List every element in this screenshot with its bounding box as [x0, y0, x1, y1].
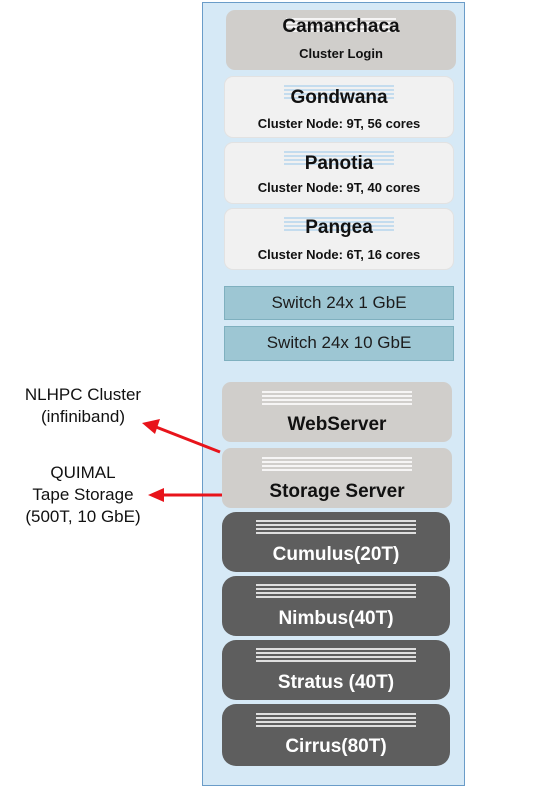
external-cluster-label: NLHPC Cluster (infiniband) — [8, 384, 158, 428]
arrow-to-tape-storage — [148, 488, 222, 502]
web-server: WebServer — [222, 382, 452, 442]
disk-stripes — [256, 584, 416, 600]
switch-1gbe: Switch 24x 1 GbE — [224, 286, 454, 320]
disk-stratus: Stratus (40T) — [222, 640, 450, 700]
external-tape-line1: QUIMAL — [50, 463, 116, 482]
node-name: Panotia — [304, 153, 374, 174]
disk-stripes — [256, 520, 416, 536]
external-tape-line3: (500T, 10 GbE) — [25, 507, 141, 526]
node-name: Pangea — [305, 217, 373, 238]
server-name: WebServer — [287, 414, 387, 435]
login-node-name: Camanchaca — [282, 16, 400, 37]
node-stripes — [284, 217, 394, 233]
login-node: Camanchaca Cluster Login — [226, 10, 456, 70]
disk-cirrus: Cirrus(80T) — [222, 704, 450, 766]
disk-name: Nimbus(40T) — [278, 608, 394, 629]
server-stripes — [262, 457, 412, 473]
external-cluster-line2: (infiniband) — [40, 407, 126, 426]
disk-cumulus: Cumulus(20T) — [222, 512, 450, 572]
external-tape-label: QUIMAL Tape Storage (500T, 10 GbE) — [8, 462, 158, 528]
node-stripes — [284, 85, 394, 101]
disk-name: Stratus (40T) — [277, 672, 395, 693]
disk-nimbus: Nimbus(40T) — [222, 576, 450, 636]
login-node-detail: Cluster Login — [299, 46, 383, 61]
node-stripes — [284, 151, 394, 167]
arrow-to-nlhpc-cluster — [142, 419, 221, 454]
server-name: Storage Server — [269, 481, 405, 502]
node-name: Gondwana — [290, 87, 388, 108]
node-detail: Cluster Node: 9T, 40 cores — [257, 180, 421, 195]
cluster-node-panotia: Panotia Cluster Node: 9T, 40 cores — [224, 142, 454, 204]
storage-server: Storage Server — [222, 448, 452, 508]
server-stripes — [262, 391, 412, 407]
node-detail: Cluster Node: 9T, 56 cores — [257, 116, 421, 131]
cluster-node-pangea: Pangea Cluster Node: 6T, 16 cores — [224, 208, 454, 270]
external-cluster-line1: NLHPC Cluster — [24, 385, 142, 404]
disk-stripes — [256, 713, 416, 729]
disk-name: Cirrus(80T) — [285, 736, 387, 757]
disk-name: Cumulus(20T) — [272, 544, 400, 565]
switch-10gbe: Switch 24x 10 GbE — [224, 326, 454, 361]
cluster-node-gondwana: Gondwana Cluster Node: 9T, 56 cores — [224, 76, 454, 138]
node-detail: Cluster Node: 6T, 16 cores — [257, 247, 421, 262]
disk-stripes — [256, 648, 416, 664]
login-node-stripes — [286, 18, 396, 34]
external-tape-line2: Tape Storage — [32, 485, 134, 504]
